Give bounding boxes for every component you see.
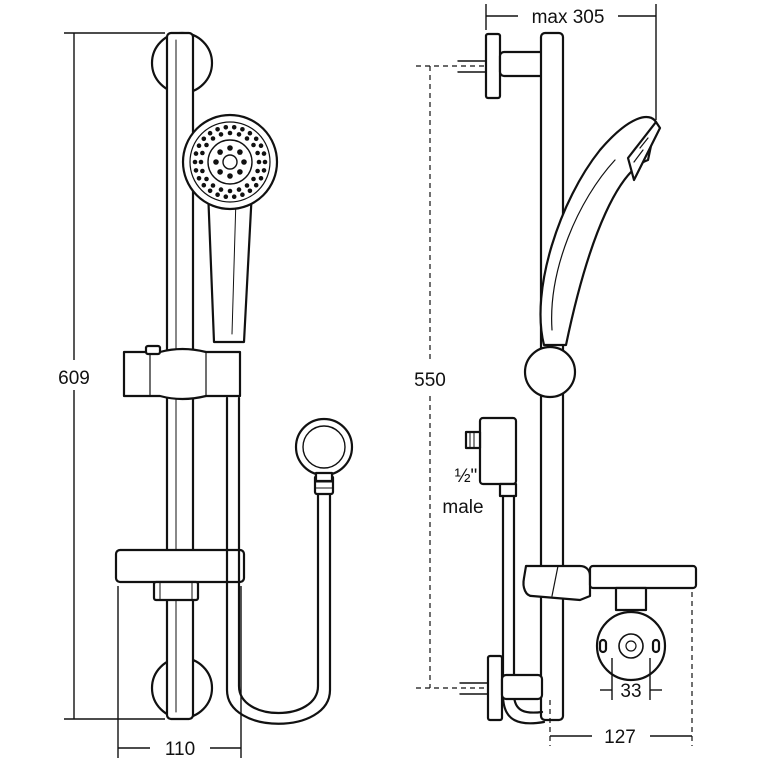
nozzle-dot — [227, 173, 233, 179]
nozzle-dot — [210, 183, 216, 188]
bar-height-label: 609 — [58, 368, 90, 389]
nozzle-dot — [244, 183, 250, 188]
side-view: max 305 550 ½" male 33 127 — [414, 4, 698, 748]
outlet-connector — [314, 471, 334, 483]
nozzle-dot — [251, 176, 256, 182]
handset-handle — [206, 188, 254, 344]
nozzle-dot — [213, 159, 219, 165]
handset-side — [539, 115, 662, 347]
nozzle-dot — [255, 168, 260, 174]
slider-clamp — [122, 344, 242, 401]
nozzle-dot — [261, 151, 267, 156]
nozzle-dot — [200, 150, 205, 156]
nozzle-dot — [210, 136, 216, 141]
wall-projection-label: 127 — [604, 727, 636, 748]
nozzle-dot — [201, 136, 207, 142]
nozzle-dot — [207, 188, 213, 194]
nozzle-dot — [255, 150, 260, 156]
front-view: 609 110 — [50, 31, 354, 760]
wall-projection-dimension: 127 — [549, 592, 693, 748]
slider-knob-side — [523, 345, 577, 399]
nozzle-dot — [207, 130, 213, 136]
nozzle-dot — [231, 125, 237, 130]
nozzle-dot — [247, 188, 253, 194]
nozzle-dot — [231, 194, 237, 199]
nozzle-dot — [215, 127, 220, 132]
bracket-diameter-label: 33 — [620, 681, 641, 702]
nozzle-dot — [193, 168, 199, 173]
nozzle-dot — [196, 143, 202, 148]
shower-head-face — [181, 113, 279, 211]
nozzle-dot — [227, 145, 233, 151]
wall-outlet — [294, 417, 354, 477]
nozzle-dot — [262, 159, 268, 165]
wall-outlet-side — [464, 416, 518, 498]
shower-head — [181, 113, 279, 344]
nozzle-dot — [237, 169, 243, 175]
max-projection-label: max 305 — [532, 7, 605, 28]
nozzle-dot — [218, 132, 224, 137]
rail-spacing-label: 110 — [165, 739, 195, 760]
nozzle-dot — [217, 149, 223, 155]
nozzle-dot — [237, 149, 243, 155]
nozzle-dot — [236, 132, 242, 137]
nozzle-dot — [204, 176, 209, 182]
bracket-diameter-dimension: 33 — [600, 658, 662, 702]
nozzle-dot — [198, 159, 204, 165]
max-projection-dimension: max 305 — [485, 4, 657, 120]
nozzle-dot — [253, 182, 259, 188]
nozzle-dot — [196, 176, 202, 181]
nozzle-dot — [241, 159, 247, 165]
bracket-spacing-label: 550 — [414, 370, 446, 391]
soap-dish — [114, 548, 246, 602]
soap-dish-side — [522, 564, 698, 602]
nozzle-dot — [256, 159, 262, 165]
nozzle-dot — [258, 143, 264, 148]
nozzle-dot — [227, 188, 233, 194]
nozzle-dot — [217, 169, 223, 175]
bracket-spacing-dimension: 550 — [414, 65, 484, 689]
nozzle-dot — [223, 125, 229, 130]
nozzle-dot — [215, 192, 220, 197]
nozzle-dot — [236, 187, 242, 192]
nozzle-dot — [240, 192, 245, 197]
nozzle-dot — [261, 168, 267, 173]
nozzle-dot — [201, 182, 207, 188]
nozzle-dot — [204, 142, 209, 148]
nozzle-dot — [251, 142, 256, 148]
nozzle-dot — [240, 127, 245, 132]
connection-type-label: male — [442, 497, 483, 518]
nozzle-dot — [218, 187, 224, 192]
nozzle-dot — [227, 130, 233, 136]
nozzle-dot — [253, 136, 259, 142]
height-dimension: 609 — [50, 32, 165, 720]
nozzle-dot — [193, 151, 199, 156]
nozzle-dot — [192, 159, 198, 165]
nozzle-dot — [223, 194, 229, 199]
top-side-bracket — [457, 32, 546, 100]
nozzle-dot — [200, 168, 205, 174]
connection-size-label: ½" — [455, 466, 478, 487]
nozzle-dot — [244, 136, 250, 141]
nozzle-dot — [258, 176, 264, 181]
bottom-round-bracket — [595, 586, 667, 682]
width-dimension: 110 — [117, 586, 242, 760]
nozzle-dot — [247, 130, 253, 136]
bottom-side-bracket — [459, 654, 544, 722]
